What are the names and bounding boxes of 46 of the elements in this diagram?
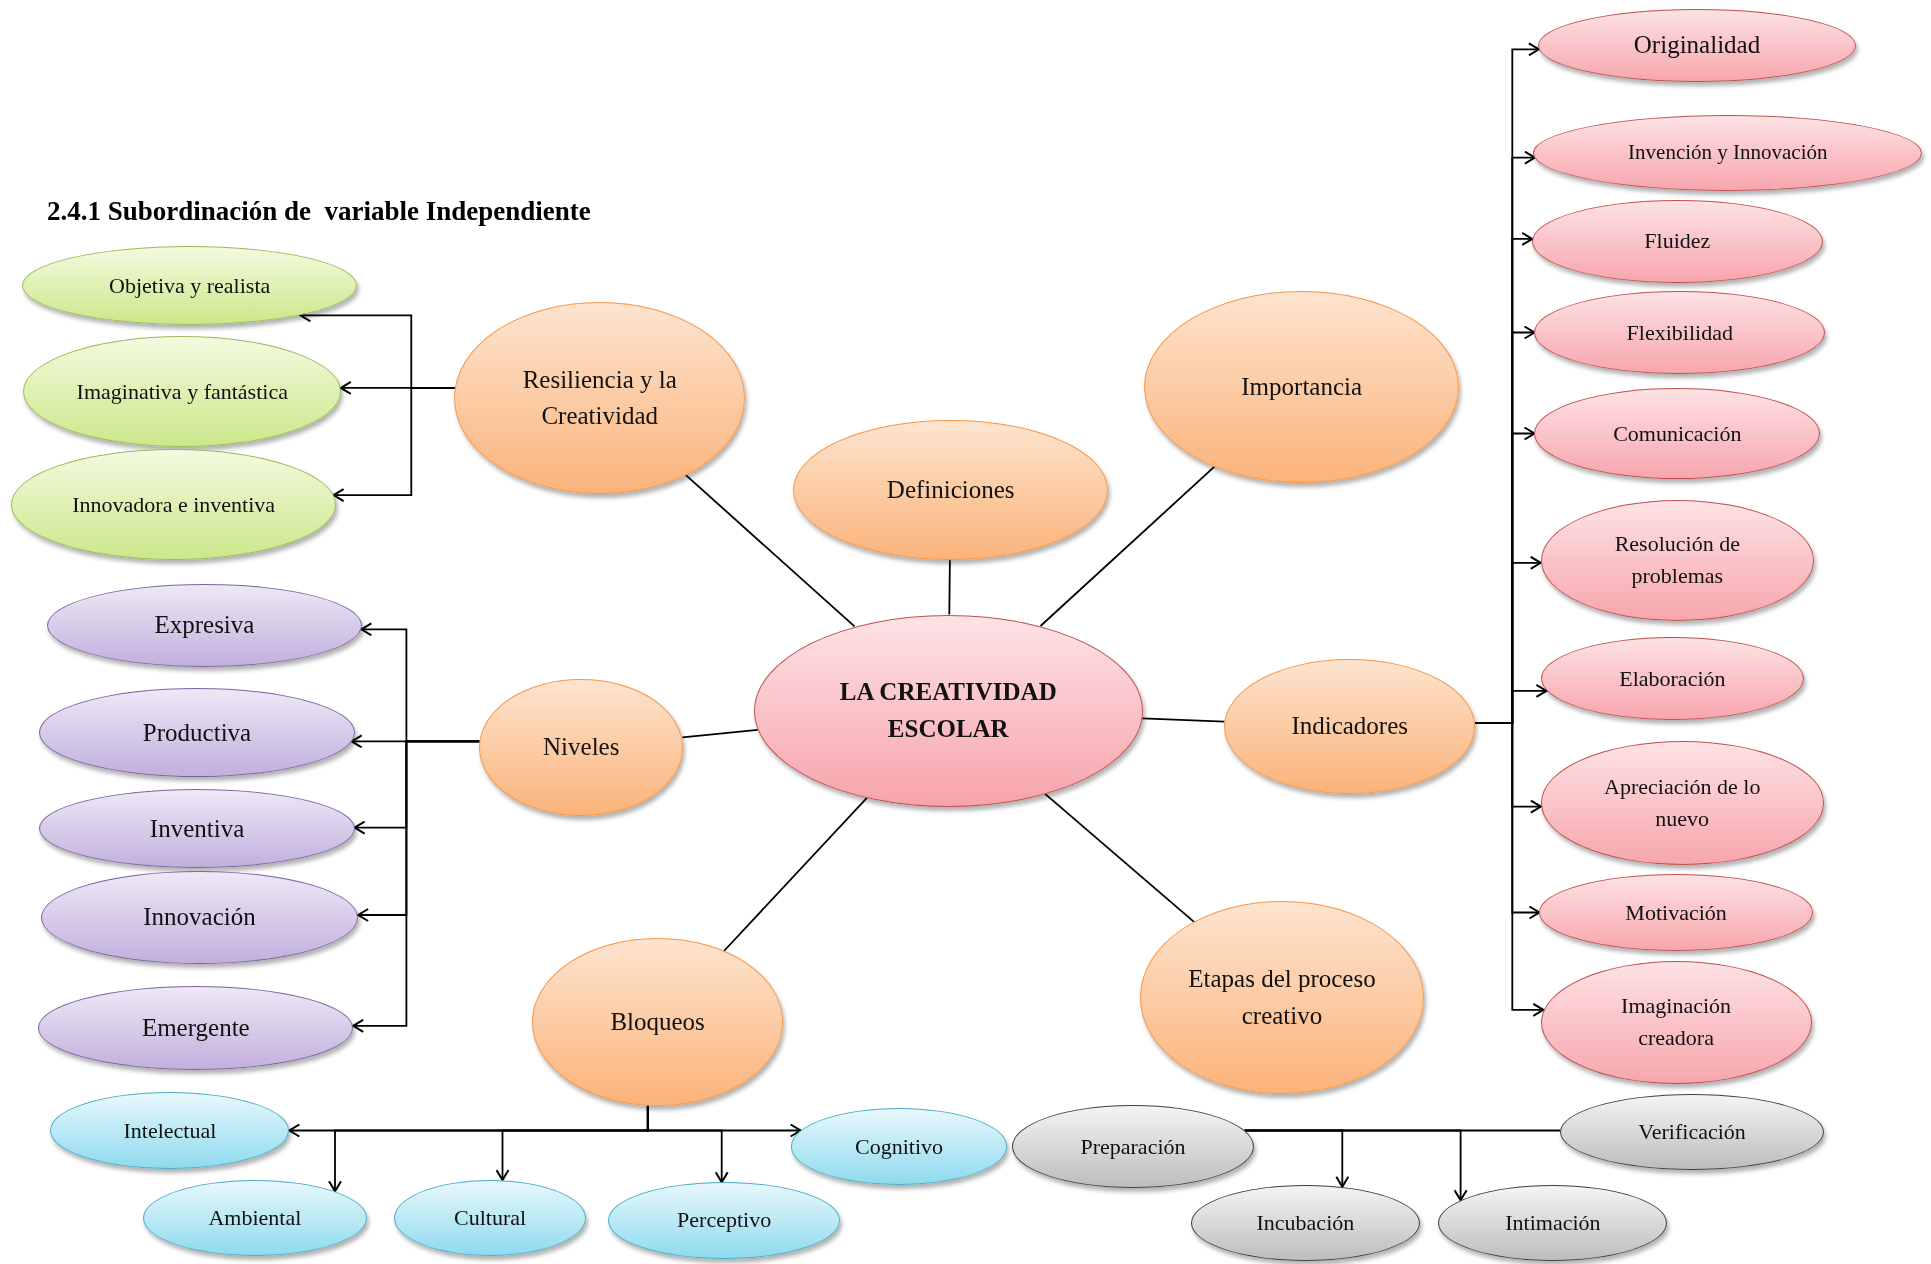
connector-line (1141, 717, 1226, 723)
node-label: Preparación (1080, 1132, 1186, 1161)
connector-line (1243, 1129, 1562, 1132)
node-label: Imaginativa y fantástica (76, 377, 288, 406)
node-label: Emergente (141, 1013, 250, 1044)
node-label: Flexibilidad (1626, 318, 1733, 347)
node-label: Originalidad (1633, 30, 1761, 61)
connector-line (1039, 465, 1216, 627)
connector-line (723, 796, 868, 952)
node-label: Ambiental (208, 1204, 302, 1232)
node-label: Resiliencia y la Creatividad (521, 364, 678, 431)
node-label: Intelectual (123, 1116, 217, 1145)
node-label: Apreciación de lo nuevo (1603, 773, 1762, 833)
arrow (646, 1104, 802, 1138)
node-label: Cultural (454, 1204, 527, 1232)
arrow (352, 740, 481, 1033)
node-label: Productiva (142, 717, 252, 748)
node-label: Invención y Innovación (1628, 139, 1828, 167)
node-label: LA CREATIVIDAD ESCOLAR (838, 677, 1058, 744)
node-label: Perceptivo (677, 1206, 772, 1235)
node-label: Resolución de problemas (1613, 530, 1741, 591)
node-label: Etapas del proceso creativo (1187, 964, 1377, 1031)
title: 2.4.1 Subordinación de variable Independiente (47, 196, 591, 227)
node-label: Incubación (1256, 1208, 1355, 1237)
connector-line (685, 474, 856, 628)
node-label: Innovadora e inventiva (72, 490, 276, 519)
node-label: Innovación (143, 902, 256, 933)
node-label: Importancia (1241, 371, 1363, 402)
node-label: Niveles (543, 732, 620, 763)
node-label: Bloqueos (610, 1007, 705, 1037)
node-label: Definiciones (886, 475, 1015, 505)
node-label: Intimación (1505, 1208, 1601, 1237)
connector-line (948, 559, 951, 616)
connector-line (1044, 793, 1196, 923)
node-label: Inventiva (149, 813, 245, 844)
node-label: Objetiva y realista (109, 271, 271, 300)
node-label: Indicadores (1291, 711, 1409, 742)
node-label: Expresiva (154, 610, 255, 641)
node-label: Verificación (1638, 1117, 1746, 1146)
node-label: Imaginación creadora (1620, 992, 1733, 1053)
node-label: Fluidez (1644, 227, 1711, 256)
node-label: Elaboración (1619, 664, 1726, 693)
arrow (332, 387, 457, 503)
node-label: Cognitivo (855, 1132, 943, 1161)
node-label: Comunicación (1613, 419, 1742, 448)
node-label: Motivación (1625, 898, 1727, 927)
